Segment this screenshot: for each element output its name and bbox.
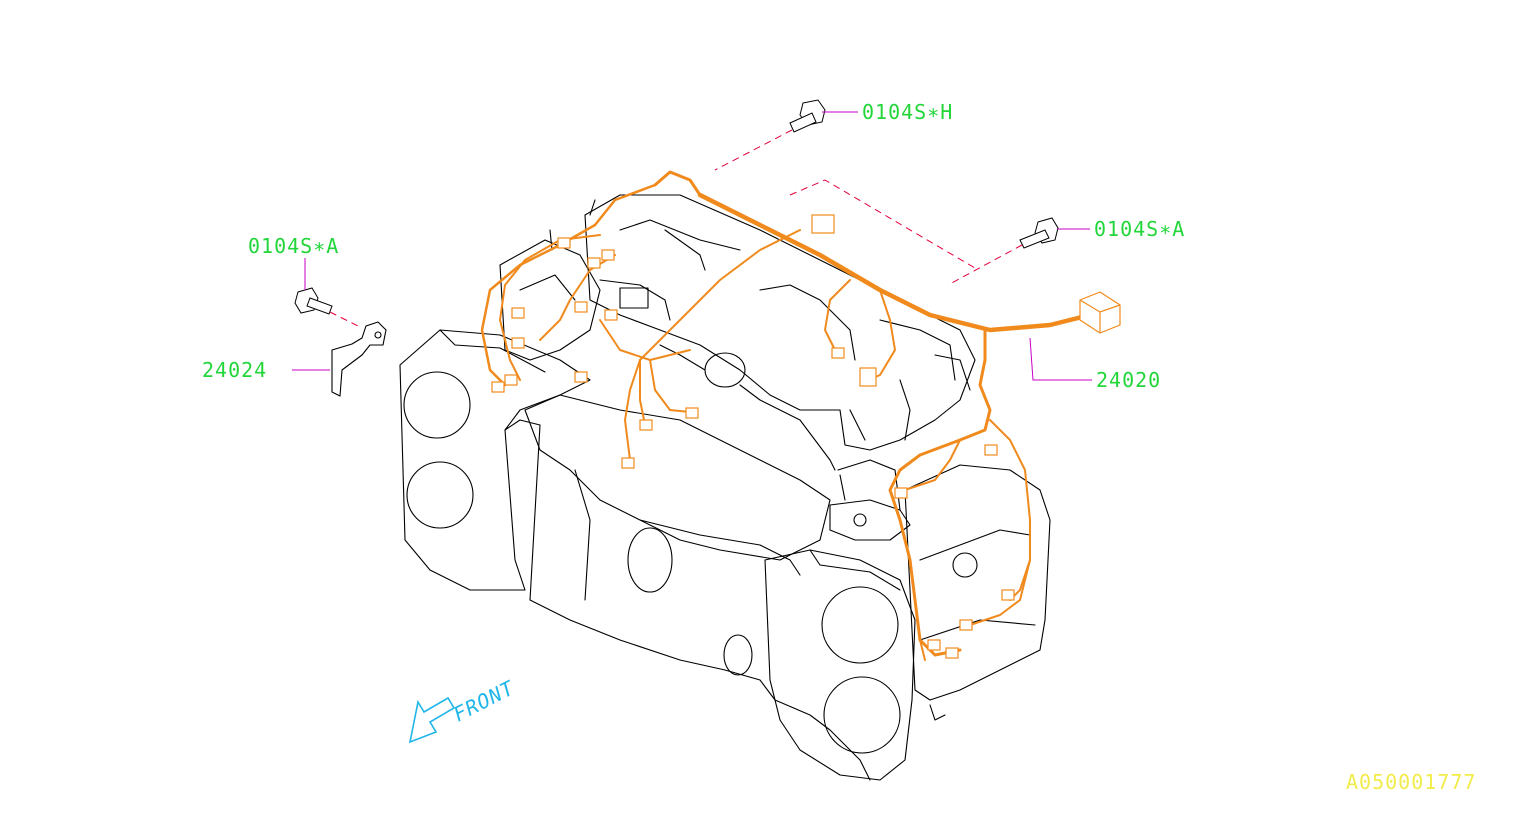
engine-block (399, 194, 1051, 781)
label-harness: 24020 (1096, 368, 1161, 392)
right-cam-pulley-upper (821, 586, 899, 664)
left-cam-pulley-upper (403, 371, 471, 439)
right-cam-pulley-lower (823, 676, 901, 754)
left-timing-cover (399, 329, 591, 591)
front-label: FRONT (449, 675, 519, 726)
left-cam-pulley-lower (406, 461, 474, 529)
connector (811, 214, 835, 234)
label-bolt-left: 0104S∗A (248, 234, 339, 258)
oil-filler (952, 552, 978, 578)
dashed-reference-lines (329, 129, 1023, 329)
bracket-24024 (331, 321, 387, 397)
crank-pulley (627, 527, 673, 593)
bolt-top (789, 99, 826, 133)
harness-main-trunk (697, 192, 1093, 333)
label-bolt-top: 0104S∗H (862, 100, 953, 124)
harness-connectors (491, 214, 1121, 659)
crankcase (524, 394, 831, 561)
leader-lines (292, 111, 1092, 381)
front-indicator: FRONT (408, 675, 519, 744)
intake-manifold (584, 194, 976, 451)
label-bracket: 24024 (202, 358, 267, 382)
harness-right-branch (888, 328, 992, 657)
left-cylinder-head (499, 239, 601, 361)
label-bolt-right: 0104S∗A (1094, 217, 1185, 241)
right-cylinder-head (904, 464, 1051, 701)
bolt-right (1019, 217, 1059, 249)
wiring-harness (480, 170, 1093, 661)
front-arrow-icon (408, 696, 456, 744)
right-timing-cover (764, 549, 916, 781)
reference-number: A050001777 (1346, 770, 1476, 794)
throttle-body-flange (829, 499, 911, 541)
bolt-left (294, 287, 333, 315)
